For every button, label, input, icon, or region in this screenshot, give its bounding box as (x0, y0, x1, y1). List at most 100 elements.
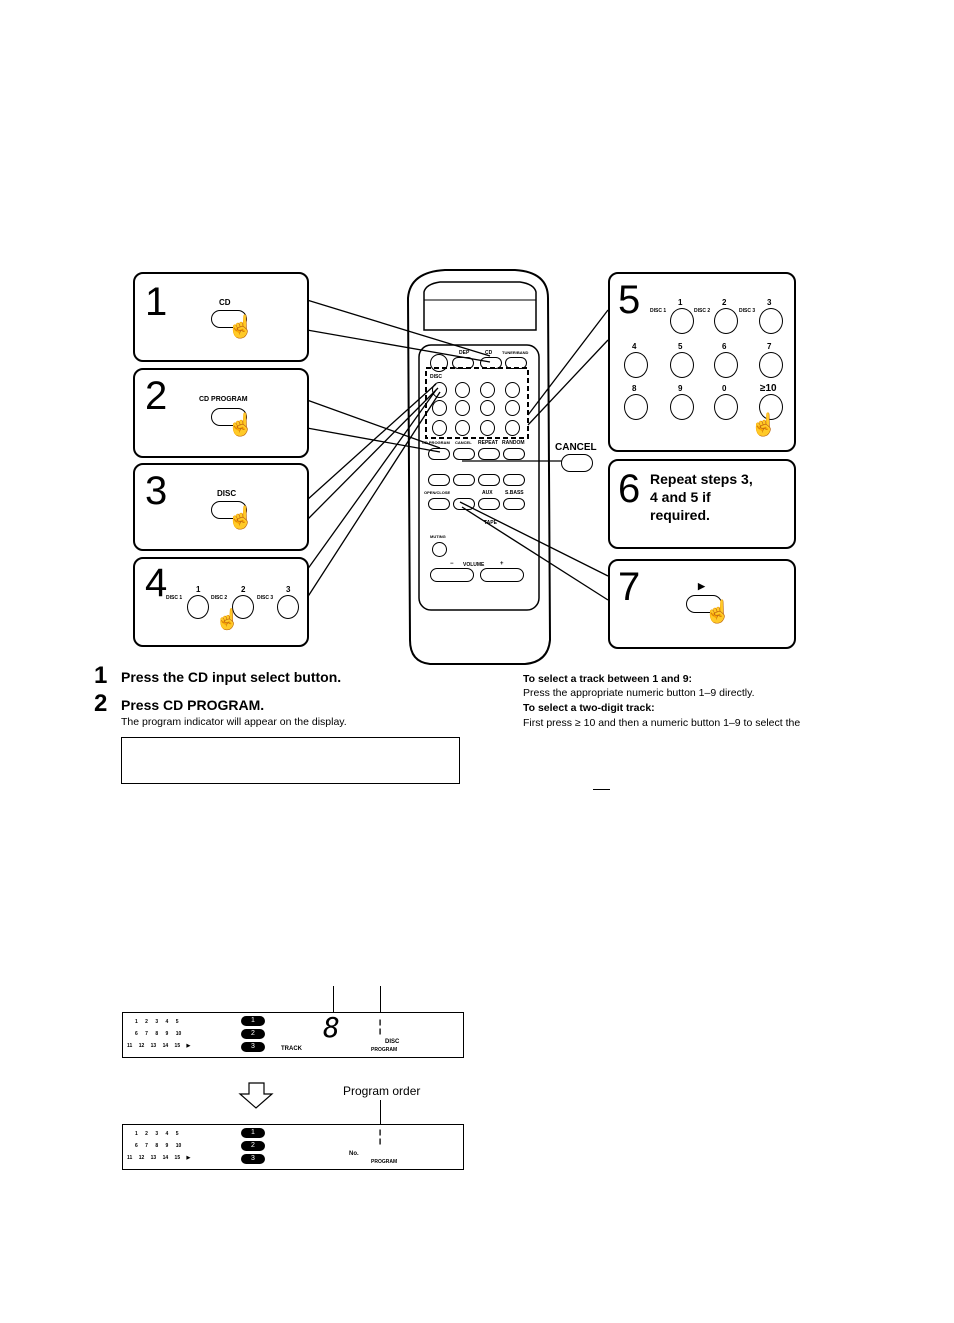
remote-key-0[interactable] (480, 420, 495, 436)
cd-button-label: CD (219, 298, 231, 307)
remote-btn-cd[interactable] (480, 357, 502, 369)
panel-number: 4 (145, 561, 168, 605)
disc1-button[interactable] (187, 595, 209, 619)
disc-indicator-2: 2 (241, 1029, 265, 1039)
remote-openclose-button[interactable] (428, 498, 450, 510)
key-7-button[interactable] (759, 352, 783, 378)
remote-lbl-openclose: OPEN/CLOSE (424, 490, 451, 495)
cd-program-button[interactable] (211, 408, 247, 426)
remote-lbl-vol-plus: + (500, 561, 504, 567)
two-digit-text: First press ≥ 10 and then a numeric butt… (523, 717, 801, 729)
remote-disc-button[interactable] (432, 382, 447, 398)
lcd-display-2: 1 2 3 4 5 6 7 8 9 10 11 12 13 14 15 ▶ 1 … (122, 1124, 464, 1170)
disc1-label: DISC 1 (166, 595, 183, 601)
remote-key-2[interactable] (480, 382, 495, 398)
key-7-label: 7 (767, 342, 772, 351)
pointing-hand-icon: ☝ (750, 412, 778, 437)
step-panel-1: 1 CD ☝ (133, 272, 309, 362)
track-digit: 8 (323, 1011, 340, 1044)
disc-indicator-3: 3 (241, 1042, 265, 1052)
remote-key-3[interactable] (505, 382, 520, 398)
remote-sbass-button[interactable] (503, 498, 525, 510)
remote-lbl-cd: CD (485, 350, 493, 356)
key-9-button[interactable] (670, 394, 694, 420)
callout-lines (306, 299, 609, 601)
play-button[interactable] (686, 595, 722, 613)
key-6-button[interactable] (714, 352, 738, 378)
remote-key-1[interactable] (455, 382, 470, 398)
display2-row3: 11 12 13 14 15 ▶ (127, 1155, 191, 1161)
disc-indicator-1: 1 (241, 1128, 265, 1138)
display1-row2: 6 7 8 9 10 (135, 1031, 182, 1037)
remote-muting-button[interactable] (432, 542, 447, 557)
disc2-button[interactable] (232, 595, 254, 619)
remote-key-9[interactable] (455, 420, 470, 436)
pointing-hand-icon: ☝ (227, 505, 255, 530)
key-10plus-button[interactable] (759, 394, 783, 420)
remote-tape-play-button[interactable] (453, 498, 475, 510)
remote-lbl-disc: DISC (430, 374, 442, 380)
remote-repeat-button[interactable] (478, 448, 500, 460)
key-10plus-label: ≥10 (760, 383, 777, 394)
key-3-label: 3 (767, 298, 772, 307)
program-digit-2: ¦ (378, 1128, 383, 1145)
remote-lbl-vol-minus: − (450, 561, 454, 567)
step-panel-2: 2 CD PROGRAM ☝ (133, 368, 309, 458)
overline-mark (593, 789, 610, 790)
pointing-hand-icon: ☝ (227, 314, 255, 339)
remote-btn-dep[interactable] (452, 357, 474, 369)
disc-indicator-1: 1 (241, 1016, 265, 1026)
pointing-hand-icon: ☝ (215, 609, 240, 631)
remote-key-7[interactable] (505, 400, 520, 416)
remote-btn-tuner[interactable] (505, 357, 527, 369)
cd-button[interactable] (211, 310, 247, 328)
track-1-9-heading: To select a track between 1 and 9: (523, 673, 693, 685)
remote-lbl-random: RANDOM (502, 440, 525, 446)
remote-stop-button[interactable] (453, 474, 475, 486)
disc3-button[interactable] (277, 595, 299, 619)
indicator-line-3 (380, 1100, 381, 1124)
remote-key-5[interactable] (455, 400, 470, 416)
remote-key-10plus[interactable] (505, 420, 520, 436)
remote-key-8[interactable] (432, 420, 447, 436)
key-8-button[interactable] (624, 394, 648, 420)
key-1-button[interactable] (670, 308, 694, 334)
key-4-button[interactable] (624, 352, 648, 378)
lcd-display-1: 1 2 3 4 5 6 7 8 9 10 11 12 13 14 15 ▶ 1 … (122, 1012, 464, 1058)
panel-number: 5 (618, 278, 641, 322)
remote-random-button[interactable] (503, 448, 525, 460)
key-2-button[interactable] (714, 308, 738, 334)
key-1-label: 1 (196, 585, 201, 594)
key-3-button[interactable] (759, 308, 783, 334)
remote-lbl-muting: MUTING (430, 534, 446, 539)
remote-volume-up-button[interactable] (480, 568, 524, 582)
program-label: PROGRAM (371, 1159, 398, 1165)
remote-lbl-dep: DEP (459, 350, 470, 356)
remote-cdprogram-button[interactable] (428, 448, 450, 460)
disc-button-label: DISC (217, 489, 237, 498)
pointing-hand-icon: ☝ (704, 599, 732, 624)
remote-volume-down-button[interactable] (430, 568, 474, 582)
remote-key-6[interactable] (480, 400, 495, 416)
key-6-label: 6 (722, 342, 727, 351)
cancel-callout-button[interactable] (561, 454, 593, 472)
remote-lbl-tape: TAPE (484, 520, 497, 526)
track-label: TRACK (281, 1046, 302, 1052)
remote-cancel-button[interactable] (453, 448, 475, 460)
remote-aux-button[interactable] (478, 498, 500, 510)
remote-prev-button[interactable] (478, 474, 500, 486)
remote-play-button[interactable] (428, 474, 450, 486)
panel-number: 1 (145, 280, 168, 324)
cd-program-button-label: CD PROGRAM (199, 396, 248, 403)
display1-row1: 1 2 3 4 5 (135, 1019, 179, 1025)
display-box-empty (121, 737, 460, 784)
remote-key-4[interactable] (432, 400, 447, 416)
disc-button[interactable] (211, 501, 247, 519)
key-0-button[interactable] (714, 394, 738, 420)
key-5-button[interactable] (670, 352, 694, 378)
display1-row3: 11 12 13 14 15 ▶ (127, 1043, 191, 1049)
remote-next-button[interactable] (503, 474, 525, 486)
remote-btn-tape[interactable] (430, 354, 448, 372)
remote-lbl-cancel: CANCEL (455, 440, 472, 445)
